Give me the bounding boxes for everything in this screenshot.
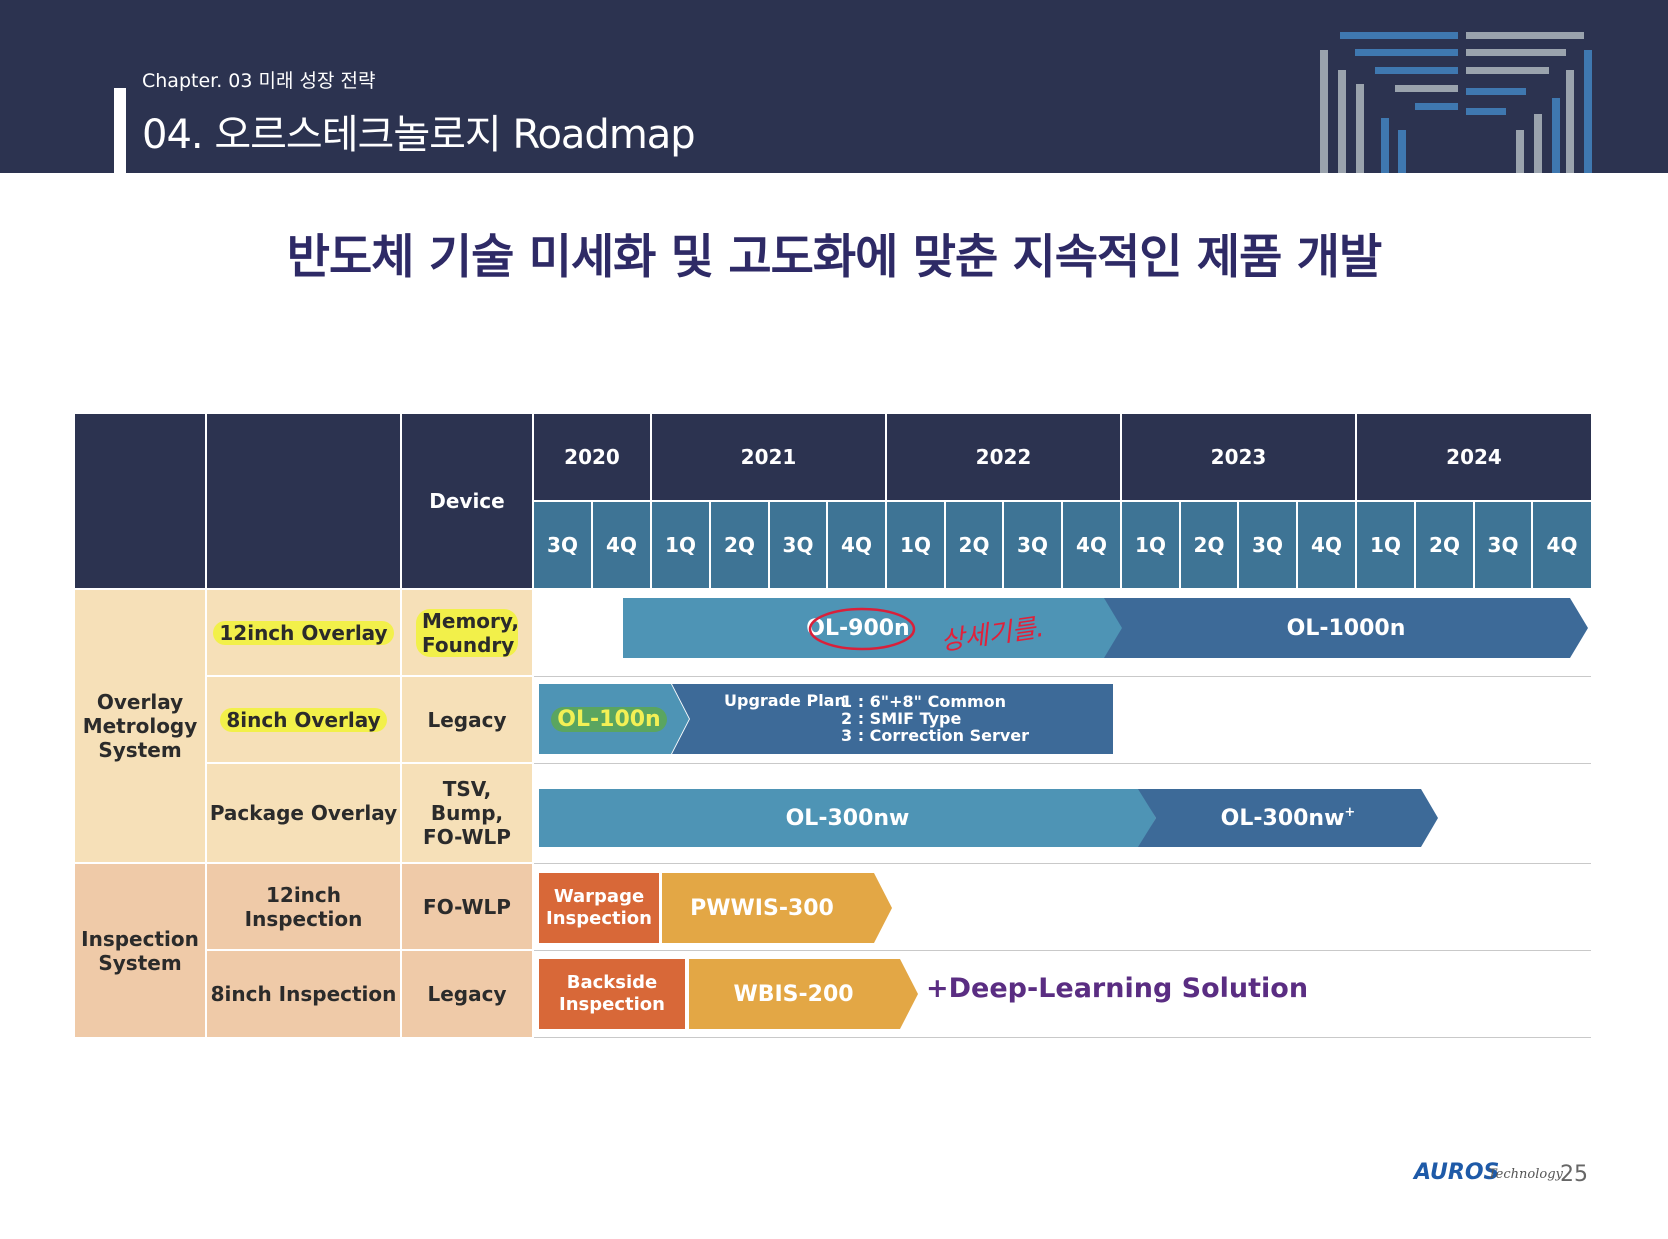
year-2020: 2020 xyxy=(534,414,650,500)
system-8inch-overlay: 8inch Overlay xyxy=(207,677,400,762)
product-label: Warpage Inspection xyxy=(546,886,652,929)
upgrade-item: 1 : 6"+8" Common xyxy=(841,692,1007,711)
quarter-cell: 4Q xyxy=(593,502,650,588)
year-2021: 2021 xyxy=(652,414,885,500)
system-12inch-overlay: 12inch Overlay xyxy=(207,590,400,675)
system-package-overlay: Package Overlay xyxy=(207,764,400,862)
product-label: OL-100n xyxy=(551,706,667,732)
year-2023: 2023 xyxy=(1122,414,1355,500)
product-ol-300nw-plus: OL-300nw+ xyxy=(1138,789,1438,847)
circle-annotation-icon xyxy=(808,607,916,651)
category-overlay: Overlay Metrology System xyxy=(75,590,205,862)
system-label: 8inch Overlay xyxy=(220,707,387,732)
arrow-shape xyxy=(662,873,892,943)
product-name: OL-300nw xyxy=(1220,805,1345,831)
row-divider xyxy=(534,863,1591,864)
system-12inch-inspection: 12inch Inspection xyxy=(207,864,400,949)
product-ol-100n: OL-100n xyxy=(539,684,689,754)
decorative-lines-icon xyxy=(1320,32,1592,173)
product-ol-300nw: OL-300nw xyxy=(539,789,1156,847)
quarter-cell: 2Q xyxy=(1416,502,1473,588)
product-label: WBIS-200 xyxy=(733,981,854,1007)
row-divider xyxy=(534,763,1591,764)
logo-subtitle: Technology xyxy=(1488,1167,1563,1182)
backside-inspection-box: Backside Inspection xyxy=(539,959,685,1029)
category-inspection: Inspection System xyxy=(75,864,205,1037)
row-divider xyxy=(534,950,1591,951)
quarter-cell: 1Q xyxy=(1357,502,1414,588)
row-divider xyxy=(534,1037,1591,1038)
device-fowlp: FO-WLP xyxy=(402,864,532,949)
page-title: 04. 오르스테크놀로지 Roadmap xyxy=(142,112,696,158)
quarter-cell: 1Q xyxy=(652,502,709,588)
system-8inch-inspection: 8inch Inspection xyxy=(207,951,400,1037)
quarter-cell: 3Q xyxy=(770,502,826,588)
year-2024: 2024 xyxy=(1357,414,1591,500)
headline: 반도체 기술 미세화 및 고도화에 맞춘 지속적인 제품 개발 xyxy=(286,230,1382,285)
quarter-cell: 2Q xyxy=(1181,502,1237,588)
header-blank-2 xyxy=(207,414,400,588)
product-label: OL-300nw+ xyxy=(1221,805,1356,830)
arrow-shape xyxy=(539,789,1156,847)
quarter-cell: 2Q xyxy=(711,502,768,588)
upgrade-plan-bar xyxy=(672,684,1113,754)
upgrade-plan-title: Upgrade Plan xyxy=(724,691,846,710)
product-label: OL-900n xyxy=(806,615,910,641)
device-header: Device xyxy=(402,414,532,588)
device-memory-foundry: Memory, Foundry xyxy=(402,590,532,675)
page-number: 25 xyxy=(1560,1162,1588,1187)
header-accent-bar xyxy=(114,88,126,173)
quarter-cell: 4Q xyxy=(1533,502,1591,588)
quarter-cell: 4Q xyxy=(828,502,885,588)
product-label: OL-1000n xyxy=(1286,615,1406,641)
arrow-shape xyxy=(1104,598,1588,658)
product-pwwis-300: PWWIS-300 xyxy=(662,873,892,943)
quarter-cell: 1Q xyxy=(887,502,944,588)
header-banner: Chapter. 03 미래 성장 전략 04. 오르스테크놀로지 Roadma… xyxy=(0,0,1668,173)
chapter-label: Chapter. 03 미래 성장 전략 xyxy=(142,70,376,92)
auros-logo: AUROS xyxy=(1414,1160,1500,1185)
quarter-cell: 4Q xyxy=(1063,502,1120,588)
arrow-shape xyxy=(672,684,1113,754)
product-ol-900n: OL-900n xyxy=(623,598,1123,658)
quarter-cell: 1Q xyxy=(1122,502,1179,588)
row-divider xyxy=(534,676,1591,677)
device-legacy-inspection: Legacy xyxy=(402,951,532,1037)
product-ol-1000n: OL-1000n xyxy=(1104,598,1588,658)
product-label: PWWIS-300 xyxy=(690,895,834,921)
device-legacy-overlay: Legacy xyxy=(402,677,532,762)
device-label: Memory, Foundry xyxy=(416,608,519,657)
quarter-cell: 4Q xyxy=(1298,502,1355,588)
quarter-cell: 3Q xyxy=(534,502,591,588)
plus-superscript: + xyxy=(1344,805,1356,821)
warpage-inspection-box: Warpage Inspection xyxy=(539,873,659,943)
system-label: 12inch Overlay xyxy=(213,620,394,645)
year-2022: 2022 xyxy=(887,414,1120,500)
upgrade-item: 2 : SMIF Type xyxy=(841,709,962,728)
arrow-shape xyxy=(623,598,1123,658)
quarter-cell: 2Q xyxy=(946,502,1002,588)
upgrade-plan-items: 1 : 6"+8" Common 2 : SMIF Type 3 : Corre… xyxy=(841,693,1029,744)
quarter-cell: 3Q xyxy=(1004,502,1061,588)
quarter-cell: 3Q xyxy=(1239,502,1296,588)
arrow-shape xyxy=(689,959,918,1029)
upgrade-item: 3 : Correction Server xyxy=(841,726,1030,745)
quarter-cell: 3Q xyxy=(1475,502,1531,588)
device-tsv-bump-fowlp: TSV, Bump, FO-WLP xyxy=(402,764,532,862)
product-label: OL-300nw xyxy=(785,805,910,831)
deep-learning-label: +Deep-Learning Solution xyxy=(926,973,1309,1004)
product-wbis-200: WBIS-200 xyxy=(689,959,918,1029)
product-label: Backside Inspection xyxy=(559,972,665,1015)
arrow-shape xyxy=(1138,789,1438,847)
header-blank-1 xyxy=(75,414,205,588)
